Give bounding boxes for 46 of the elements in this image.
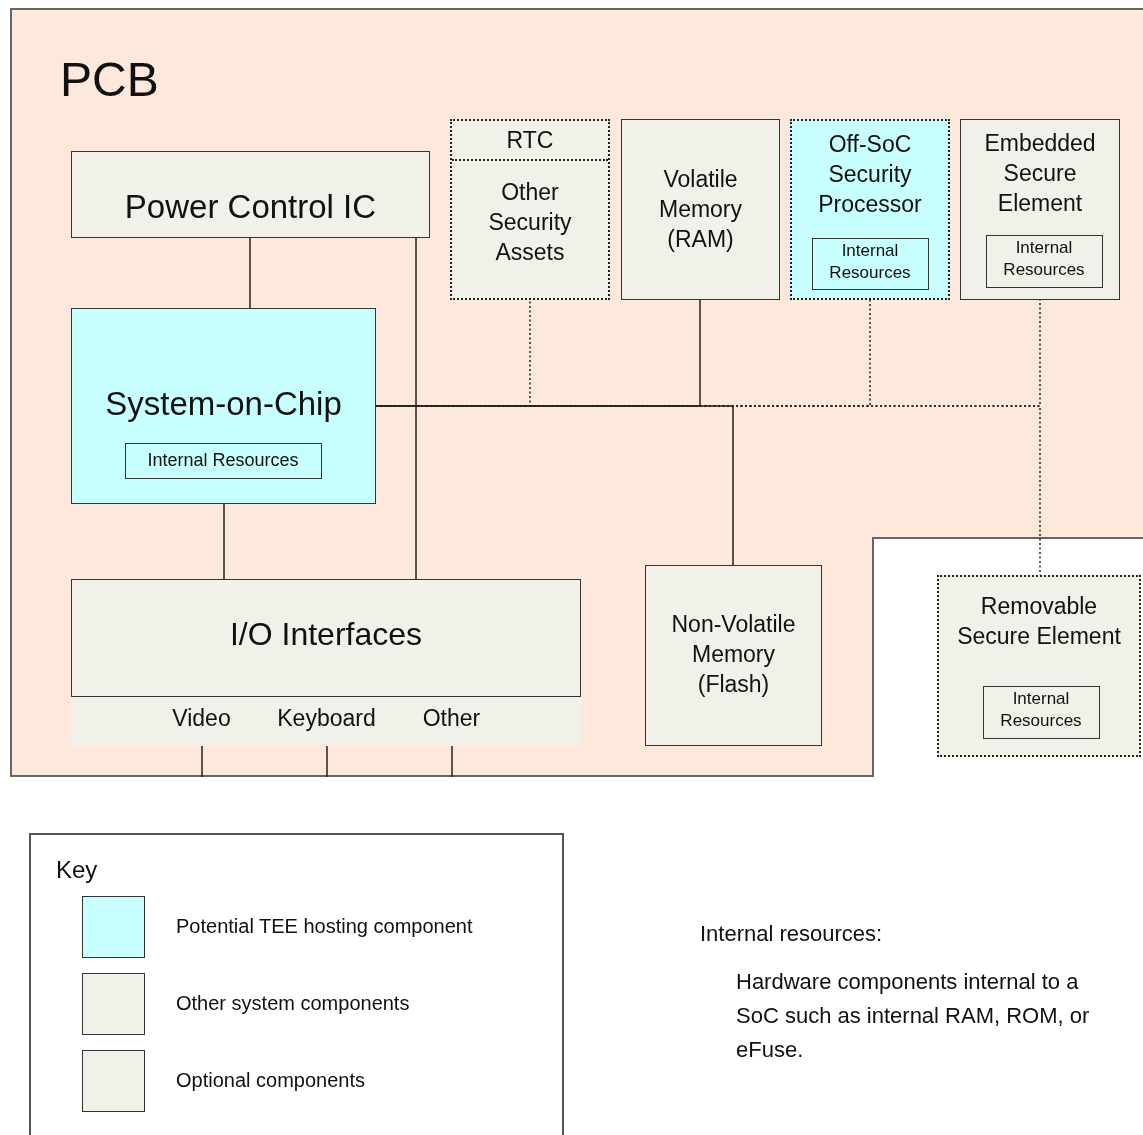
pcb-board: [10, 8, 1143, 777]
component-box: [71, 308, 376, 504]
connector-line: [223, 503, 225, 580]
legend-label: Other system components: [176, 992, 410, 1015]
port-label: Keyboard: [277, 704, 376, 732]
port-strip: [70, 695, 581, 746]
port-label: Other: [422, 704, 481, 732]
board-title: PCB: [60, 52, 159, 107]
connector-line: [451, 744, 453, 778]
component-label: Removable Secure Element: [956, 592, 1122, 651]
connector-line: [326, 744, 328, 778]
internal-resources-box: [985, 234, 1103, 288]
internal-resources-box: [811, 237, 929, 290]
component-label: Non-Volatile Memory (Flash): [670, 610, 797, 699]
internal-resources-label: Internal Resources: [828, 239, 912, 284]
component-box: [71, 579, 581, 746]
optional-component-box: [790, 119, 950, 300]
connector-line: [375, 405, 734, 566]
connector-line: [415, 237, 417, 580]
component-box: [645, 565, 822, 746]
internal-resources-label: Internal Resources: [147, 448, 299, 471]
component-label: System-on-Chip: [105, 385, 342, 422]
connector-line: [249, 237, 251, 309]
component-label: I/O Interfaces: [229, 616, 423, 652]
optional-component-box: [937, 575, 1141, 757]
legend-title: Key: [56, 856, 98, 884]
component-label: Power Control IC: [124, 188, 377, 225]
legend-label: Potential TEE hosting component: [176, 915, 473, 938]
component-label: Embedded Secure Element: [983, 129, 1097, 218]
internal-resources-box: [124, 442, 322, 479]
component-label: Other Security Assets: [487, 178, 573, 267]
component-box: [71, 151, 430, 238]
component-label: Volatile Memory (RAM): [657, 165, 744, 254]
optional-component-box: [450, 119, 610, 300]
port-label: Video: [172, 704, 231, 732]
component-label: RTC: [506, 126, 554, 155]
internal-resources-box: [982, 685, 1100, 739]
legend-label: Optional components: [176, 1069, 365, 1092]
component-box: [621, 119, 780, 300]
component-box: [960, 119, 1120, 300]
internal-resources-label: Internal Resources: [999, 687, 1083, 732]
connector-line: [201, 744, 203, 778]
note-heading: Internal resources:: [700, 921, 883, 947]
component-label: Off-SoC Security Processor: [817, 130, 923, 219]
note-text: Hardware components internal to a SoC such as internal RAM, ROM, or eFuse.: [736, 968, 1091, 1064]
internal-resources-label: Internal Resources: [1002, 236, 1086, 281]
